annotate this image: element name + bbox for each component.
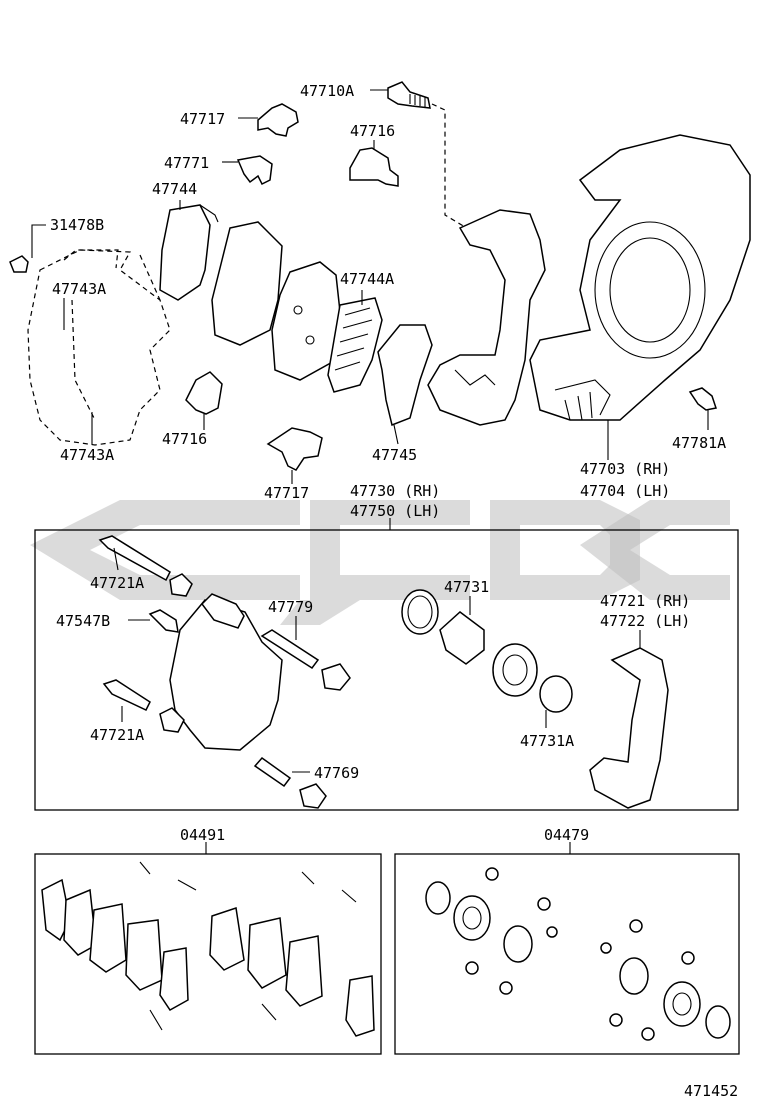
diagram-id: 471452: [684, 1082, 738, 1100]
label-04491: 04491: [180, 826, 225, 844]
top-exploded-view: [9, 81, 751, 471]
label-47731a: 47731A: [520, 732, 574, 750]
caliper-assembly-section: [34, 518, 739, 811]
clip-47717-bottom: [266, 427, 323, 471]
leader-lines: [31, 89, 709, 773]
torque-plate-top: [427, 209, 546, 426]
kit-04479-frame: [394, 853, 740, 1055]
disc-dust-shield: [529, 134, 751, 421]
label-47721: 47721 (RH): [600, 592, 690, 610]
label-47744a: 47744A: [340, 270, 394, 288]
kit-04491-section: [34, 842, 382, 1055]
bushing-bottom: [159, 707, 185, 733]
pin-47769: [253, 756, 292, 788]
label-47750: 47750 (LH): [350, 502, 440, 520]
seal-ring: [401, 589, 439, 635]
boot-upper: [321, 663, 351, 691]
piston-47731: [439, 611, 485, 665]
shim-47744: [159, 204, 211, 301]
label-47744: 47744: [152, 180, 197, 198]
clip-47716-bottom: [185, 371, 223, 415]
bushing-top: [169, 573, 193, 597]
bolt-47721a-bottom: [102, 679, 151, 711]
label-47731: 47731: [444, 578, 489, 596]
kit-04479-section: [394, 842, 740, 1055]
label-47769: 47769: [314, 764, 359, 782]
caliper-sleeve: [201, 593, 245, 629]
label-31478b: 31478B: [50, 216, 104, 234]
bolt-47781a: [688, 387, 717, 411]
label-47722: 47722 (LH): [600, 612, 690, 630]
bleeder-47547b: [148, 609, 179, 633]
seal-47731a: [539, 675, 573, 713]
label-47717-bottom: 47717: [264, 484, 309, 502]
label-47743a-top: 47743A: [52, 280, 106, 298]
brake-pad-outer: [271, 261, 343, 381]
label-47710a: 47710A: [300, 82, 354, 100]
label-47730: 47730 (RH): [350, 482, 440, 500]
boot-lower: [299, 783, 327, 809]
label-47721a-bottom: 47721A: [90, 726, 144, 744]
piston-boot: [492, 643, 538, 697]
label-47547b: 47547B: [56, 612, 110, 630]
label-47745: 47745: [372, 446, 417, 464]
shim-47745: [377, 324, 433, 427]
brake-pad-inner: [211, 221, 283, 346]
clip-47716-top: [349, 147, 399, 187]
kit-04491-frame: [34, 853, 382, 1055]
callout-labels: 47710A 47717 47716 47771 47744 31478B 47…: [50, 82, 738, 1100]
caliper-body-dashed: [9, 249, 171, 446]
bolt-47710a: [387, 81, 471, 231]
label-47703: 47703 (RH): [580, 460, 670, 478]
label-47704: 47704 (LH): [580, 482, 670, 500]
label-04479: 04479: [544, 826, 589, 844]
bolt-47721a-top: [98, 535, 171, 582]
label-47771: 47771: [164, 154, 209, 172]
watermark: [30, 500, 730, 625]
caliper-assembly-frame: [34, 529, 739, 811]
torque-plate-47721: [589, 647, 669, 809]
label-47716-top: 47716: [350, 122, 395, 140]
label-47717-top: 47717: [180, 110, 225, 128]
label-47721a-top: 47721A: [90, 574, 144, 592]
pin-47779: [260, 629, 320, 670]
label-47779: 47779: [268, 598, 313, 616]
clip-47717-top: [257, 103, 299, 137]
label-47716-bottom: 47716: [162, 430, 207, 448]
label-47781a: 47781A: [672, 434, 726, 452]
spring-47771: [236, 155, 273, 186]
label-47743a-bottom: 47743A: [60, 446, 114, 464]
